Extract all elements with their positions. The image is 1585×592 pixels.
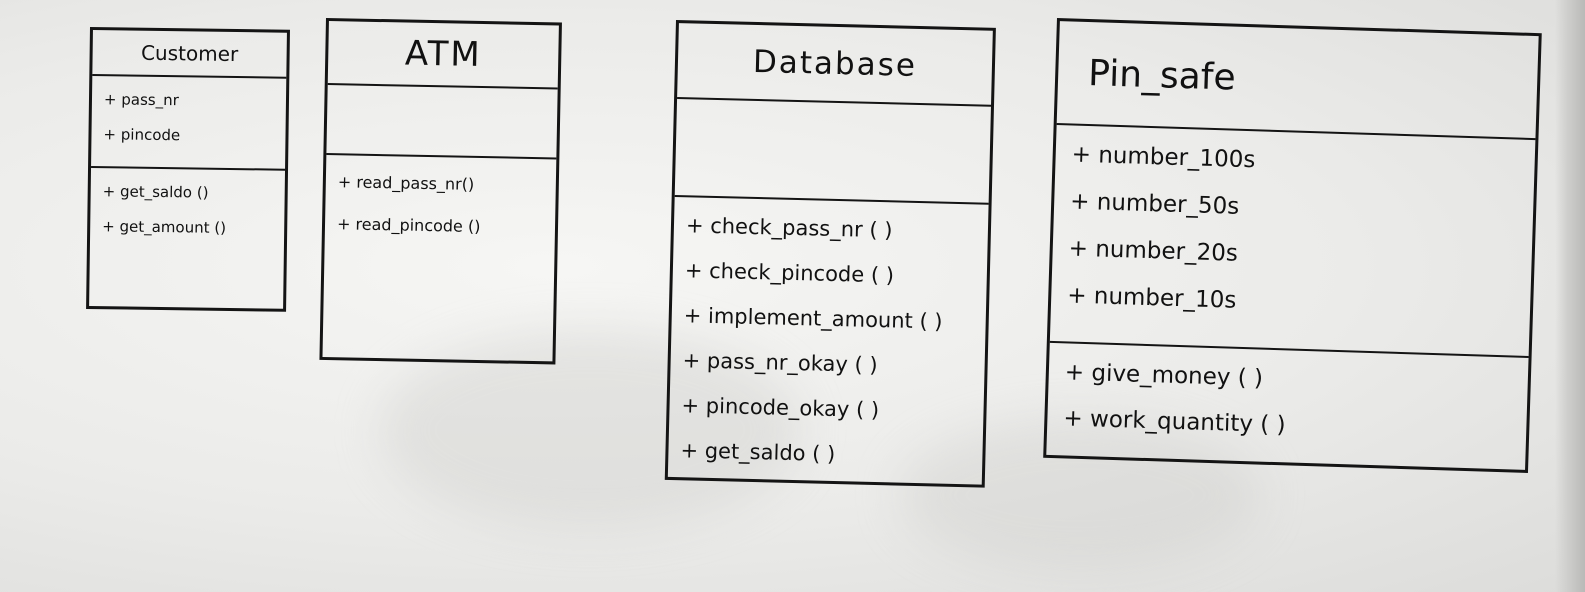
class-name-pin-safe: Pin_safe	[1056, 21, 1539, 141]
operation-pincode-okay: + pincode_okay ( )	[681, 393, 880, 423]
operation-read-pass-nr: + read_pass_nr()	[337, 172, 475, 194]
operation-check-pincode: + check_pincode ( )	[684, 258, 895, 288]
class-box-atm: ATM + read_pass_nr() + read_pincode ()	[319, 18, 562, 365]
class-name-atm: ATM	[327, 21, 559, 90]
class-name-database: Database	[677, 23, 993, 107]
operations-section-customer: + get_saldo () + get_amount ()	[89, 168, 285, 309]
attributes-section-database	[674, 99, 991, 205]
eraser-smudge	[900, 420, 1260, 570]
operation-get-amount: + get_amount ()	[102, 217, 227, 237]
operation-implement-amount: + implement_amount ( )	[683, 303, 943, 334]
operation-check-pass-nr: + check_pass_nr ( )	[685, 213, 893, 243]
class-box-customer: Customer + pass_nr + pincode + get_saldo…	[86, 27, 290, 312]
operations-section-database: + check_pass_nr ( ) + check_pincode ( ) …	[668, 197, 989, 485]
attributes-section-atm	[326, 85, 558, 160]
whiteboard-frame-edge	[1555, 0, 1585, 592]
attribute-pass-nr: + pass_nr	[103, 90, 179, 110]
class-name-customer: Customer	[92, 30, 287, 79]
operation-get-saldo: + get_saldo ()	[102, 182, 209, 202]
operations-section-pin-safe: + give_money ( ) + work_quantity ( )	[1046, 343, 1528, 470]
operations-section-atm: + read_pass_nr() + read_pincode ()	[322, 155, 556, 361]
attributes-section-pin-safe: + number_100s + number_50s + number_20s …	[1049, 125, 1536, 358]
operation-read-pincode: + read_pincode ()	[336, 214, 481, 237]
operation-pass-nr-okay: + pass_nr_okay ( )	[682, 348, 878, 378]
attributes-section-customer: + pass_nr + pincode	[91, 76, 287, 171]
eraser-smudge	[380, 330, 800, 530]
class-box-pin-safe: Pin_safe + number_100s + number_50s + nu…	[1043, 18, 1542, 474]
attribute-pincode: + pincode	[103, 125, 181, 145]
class-box-database: Database + check_pass_nr ( ) + check_pin…	[664, 20, 996, 488]
operation-get-saldo: + get_saldo ( )	[680, 438, 836, 467]
